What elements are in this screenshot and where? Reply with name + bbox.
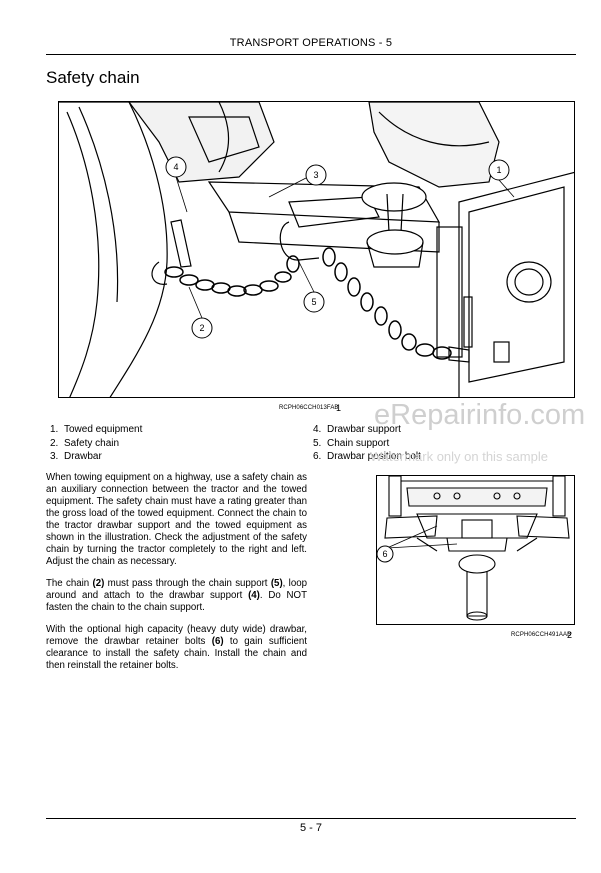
legend-item: 3.Drawbar	[50, 451, 102, 462]
figure-2-line-art: 6	[377, 476, 570, 621]
watermark-brand: eRepairinfo.com	[374, 399, 586, 431]
callout-6: 6	[382, 549, 387, 559]
paragraph-2: The chain (2) must pass through the chai…	[46, 578, 307, 613]
legend-item: 2.Safety chain	[50, 437, 120, 449]
instructions-text: When towing equipment on a highway, use …	[46, 472, 307, 682]
callout-1: 1	[496, 165, 501, 175]
legend-right: 4.Drawbar support 5.Chain support 6.Draw…	[313, 423, 421, 464]
header-rule	[46, 54, 576, 55]
callout-5: 5	[311, 297, 316, 307]
running-header: TRANSPORT OPERATIONS - 5	[229, 37, 393, 49]
legend-item: 4.Drawbar support	[313, 424, 401, 435]
legend-item: 6.Drawbar position bolt	[313, 451, 421, 462]
legend-item: 5.Chain support	[313, 437, 390, 449]
paragraph-1: When towing equipment on a highway, use …	[46, 472, 307, 567]
callout-3: 3	[313, 170, 318, 180]
page-number: 5 - 7	[299, 822, 322, 834]
figure-1-code: RCPH06CCH013FAB	[279, 405, 339, 411]
section-title: Safety chain	[46, 68, 140, 87]
figure-1-safety-chain-illustration: 1 2 3 4 5	[58, 101, 575, 398]
watermark-note: Watermark only on this sample	[370, 449, 548, 464]
figure-2-number: 2	[567, 630, 573, 640]
footer-rule	[46, 818, 576, 819]
figure-2-code: RCPH06CCH491AAB	[511, 632, 572, 638]
legend-left: 1.Towed equipment 2.Safety chain 3.Drawb…	[50, 423, 142, 464]
callout-4: 4	[173, 162, 178, 172]
figure-1-line-art: 1 2 3 4 5	[59, 102, 574, 397]
paragraph-3: With the optional high capacity (heavy d…	[46, 624, 307, 671]
callout-2: 2	[199, 323, 204, 333]
legend-item: 1.Towed equipment	[50, 424, 143, 435]
figure-2-drawbar-illustration: 6	[376, 475, 575, 625]
figure-1-number: 1	[336, 403, 342, 413]
